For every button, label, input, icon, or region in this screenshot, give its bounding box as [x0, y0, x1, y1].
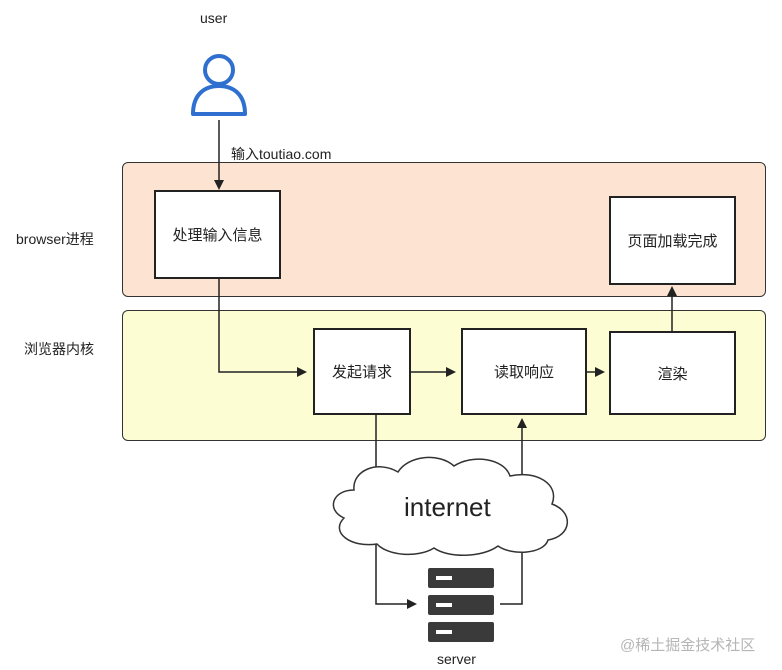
browser-process-label: browser进程 [16, 231, 94, 247]
process-input-box: 处理输入信息 [154, 190, 281, 279]
input-url-label: 输入toutiao.com [231, 146, 332, 162]
arrow-input-to-request [218, 279, 307, 377]
server-label: server [437, 651, 476, 667]
server-icon [428, 568, 494, 642]
render-box: 渲染 [609, 331, 736, 415]
send-request-box: 发起请求 [313, 328, 411, 415]
internet-cloud-icon [332, 456, 569, 556]
page-loaded-box: 页面加载完成 [609, 196, 736, 285]
watermark: @稀土掘金技术社区 [620, 637, 756, 654]
internet-label: internet [404, 492, 491, 522]
read-response-box: 读取响应 [461, 328, 587, 415]
user-icon [191, 54, 247, 116]
user-label: user [200, 10, 228, 26]
browser-kernel-label: 浏览器内核 [24, 341, 94, 357]
